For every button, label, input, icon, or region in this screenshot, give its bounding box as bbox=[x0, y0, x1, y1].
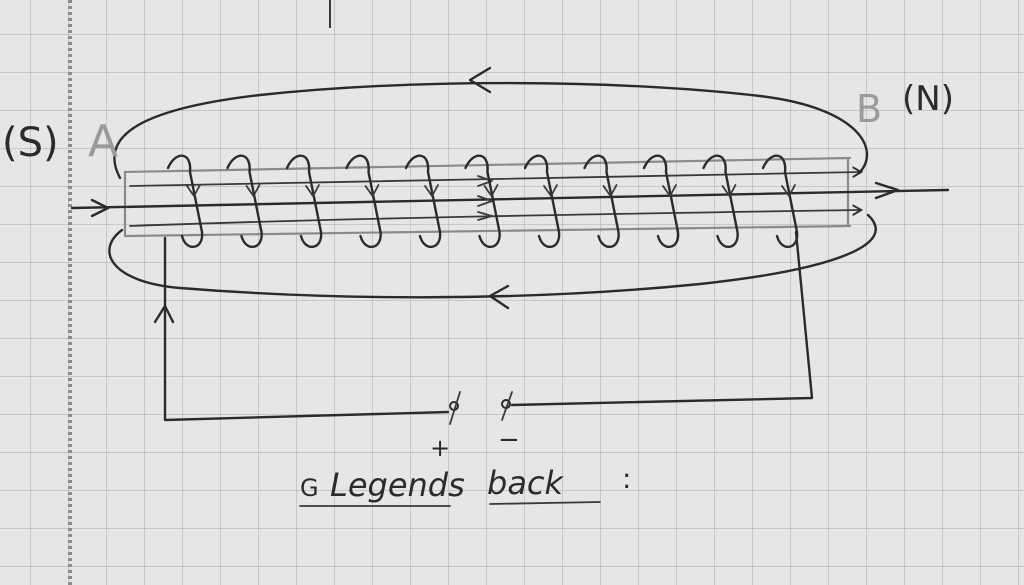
coil-turn bbox=[761, 154, 799, 248]
field-loop-upper-arrow bbox=[468, 66, 492, 94]
current-arrow bbox=[781, 184, 796, 197]
coil-turn bbox=[404, 154, 442, 248]
solenoid-coil bbox=[166, 154, 799, 248]
legend-prefix: G bbox=[300, 474, 319, 502]
field-loop-lower bbox=[108, 213, 877, 299]
current-arrow bbox=[483, 184, 499, 197]
battery-terminals bbox=[449, 391, 513, 425]
north-pole-label: (N) bbox=[902, 79, 954, 119]
legend-heading: G Legends back : bbox=[299, 462, 631, 507]
legend-text: Legends bbox=[330, 466, 465, 504]
current-arrow bbox=[424, 184, 439, 197]
coil-turn bbox=[642, 154, 680, 248]
positive-terminal-label: + bbox=[430, 434, 450, 462]
current-arrow bbox=[721, 184, 737, 197]
coil-turn bbox=[583, 154, 620, 248]
legend-suffix: back bbox=[487, 464, 565, 502]
coil-turn bbox=[345, 154, 382, 248]
legend-colon: : bbox=[622, 462, 631, 495]
south-pole-label: (S) bbox=[2, 120, 59, 166]
coil-turn bbox=[166, 154, 204, 248]
current-arrow bbox=[305, 184, 320, 197]
negative-terminal-label: − bbox=[498, 425, 520, 455]
current-arrow bbox=[543, 184, 558, 197]
coil-turn bbox=[702, 154, 739, 248]
end-b-label: B bbox=[856, 87, 882, 131]
circuit-wire bbox=[153, 230, 814, 422]
coil-turn bbox=[523, 154, 561, 248]
current-arrow bbox=[364, 184, 380, 197]
coil-turn bbox=[226, 154, 263, 248]
field-loop-upper bbox=[113, 81, 869, 180]
current-arrow bbox=[245, 184, 261, 197]
coil-turn bbox=[464, 154, 501, 248]
current-arrow bbox=[186, 184, 201, 197]
coil-turn bbox=[285, 154, 323, 248]
current-arrow bbox=[602, 184, 618, 197]
current-arrow bbox=[662, 184, 677, 197]
end-a-label: A bbox=[88, 116, 118, 167]
field-loop-lower-arrow bbox=[488, 284, 510, 310]
